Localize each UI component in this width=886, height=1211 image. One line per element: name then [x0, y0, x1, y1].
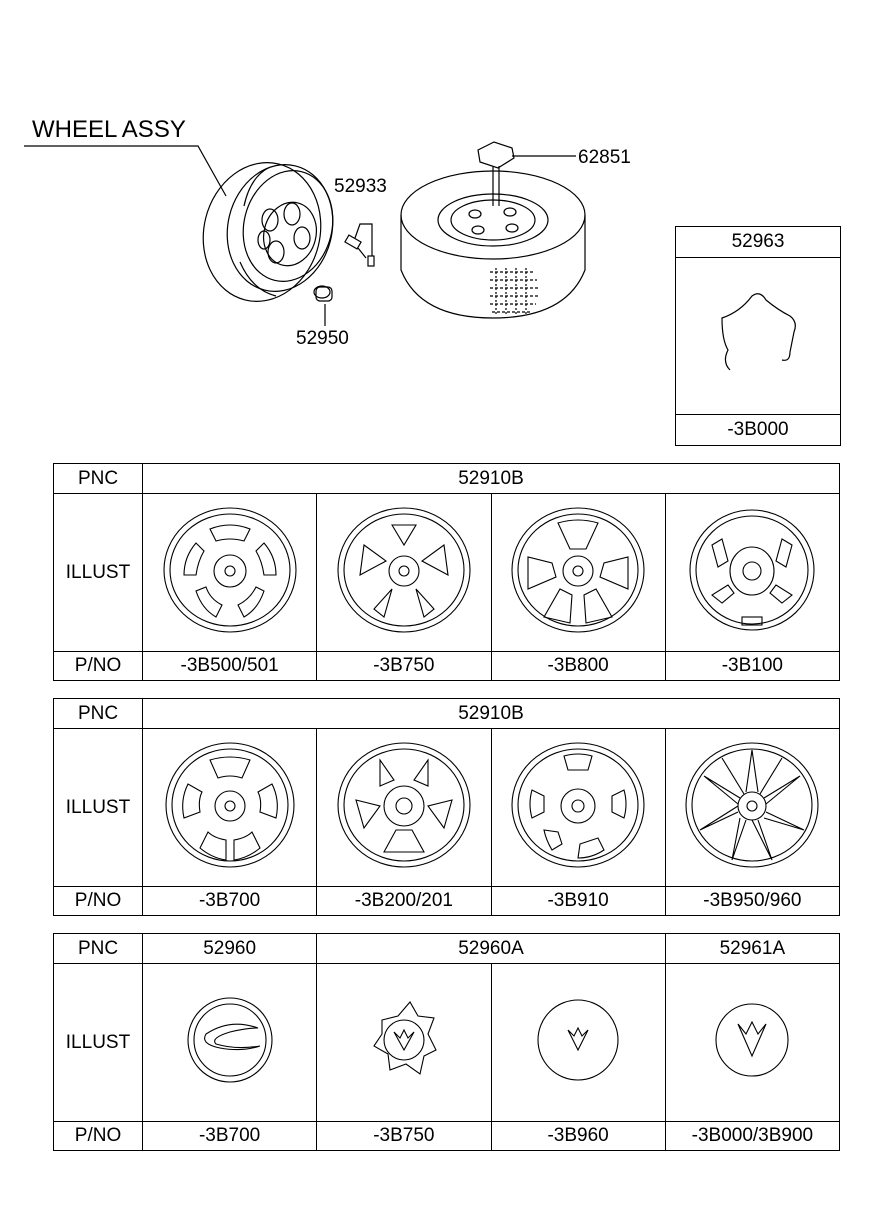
wheel-illustration-cell: [141, 728, 318, 887]
wheel-assembly-drawing: [24, 141, 796, 371]
box-pno: -3B000: [676, 414, 840, 445]
wheel-illustration-cell: [316, 728, 492, 887]
pnc-cell: 52960: [141, 933, 318, 964]
part-52963-box: 52963 -3B000: [675, 226, 841, 446]
callout-62851: 62851: [578, 147, 631, 168]
callout-52950: 52950: [296, 328, 349, 349]
pno-cell: -3B500/501: [141, 651, 318, 681]
illust-label: ILLUST: [53, 728, 143, 887]
pnc-cell: 52961A: [664, 933, 841, 964]
illust-label: ILLUST: [53, 493, 143, 652]
pnc-label: PNC: [53, 698, 143, 729]
pnc-label: PNC: [53, 463, 143, 494]
pno-cell: -3B000/3B900: [664, 1121, 841, 1151]
alloy-wheel-icon: [337, 506, 471, 633]
pno-cell: -3B700: [141, 1121, 318, 1151]
cap-table: PNC 52960 52960A 52961A ILLUST: [53, 933, 841, 1151]
wire-clip-illustration: [721, 293, 796, 371]
wheel-table-1: PNC 52910B ILLUST: [53, 463, 841, 681]
pnc-cell: 52910B: [142, 463, 840, 494]
wheel-cap-icon: [715, 1002, 789, 1077]
cap-illustration-cell: [316, 963, 492, 1122]
wheel-illustration-cell: [141, 493, 318, 652]
pno-label: P/NO: [53, 886, 143, 916]
cap-illustration-cell: [141, 963, 318, 1122]
cap-illustration-cell: [664, 963, 841, 1122]
alloy-wheel-icon: [337, 741, 471, 868]
wheel-illustration-cell: [664, 728, 841, 887]
pno-cell: -3B950/960: [664, 886, 841, 916]
pnc-label: PNC: [53, 933, 143, 964]
illust-label: ILLUST: [53, 963, 143, 1122]
pno-cell: -3B750: [316, 1121, 492, 1151]
wheel-cap-icon: [373, 1000, 437, 1075]
pno-cell: -3B100: [664, 651, 841, 681]
alloy-wheel-icon: [163, 506, 297, 633]
wheel-illustration-cell: [664, 493, 841, 652]
wheel-illustration-cell: [490, 728, 666, 887]
box-pnc: 52963: [676, 227, 840, 258]
wheel-table-2: PNC 52910B ILLUST: [53, 698, 841, 916]
pnc-cell: 52960A: [316, 933, 666, 964]
pno-cell: -3B910: [490, 886, 666, 916]
alloy-wheel-icon: [689, 508, 815, 631]
alloy-wheel-icon: [511, 506, 645, 633]
wheel-assy-title: WHEEL ASSY: [32, 116, 186, 143]
alloy-wheel-icon: [685, 741, 819, 868]
valve-illustration: [344, 223, 375, 267]
alloy-wheel-icon: [165, 741, 295, 868]
wheel-cap-icon: [187, 996, 273, 1083]
alloy-wheel-icon: [511, 741, 645, 868]
lug-nut-illustration: [313, 285, 333, 326]
pno-cell: -3B800: [490, 651, 666, 681]
pno-cell: -3B960: [490, 1121, 666, 1151]
pno-cell: -3B200/201: [316, 886, 492, 916]
pno-cell: -3B750: [316, 651, 492, 681]
pno-cell: -3B700: [141, 886, 318, 916]
pnc-cell: 52910B: [142, 698, 840, 729]
wheel-cap-icon: [537, 998, 619, 1081]
callout-52933: 52933: [334, 176, 387, 197]
pno-label: P/NO: [53, 651, 143, 681]
pno-label: P/NO: [53, 1121, 143, 1151]
steel-wheel-illustration: [202, 162, 334, 302]
wheel-illustration-cell: [490, 493, 666, 652]
cap-illustration-cell: [490, 963, 666, 1122]
wheel-illustration-cell: [316, 493, 492, 652]
hold-down-bolt-illustration: [477, 141, 576, 206]
